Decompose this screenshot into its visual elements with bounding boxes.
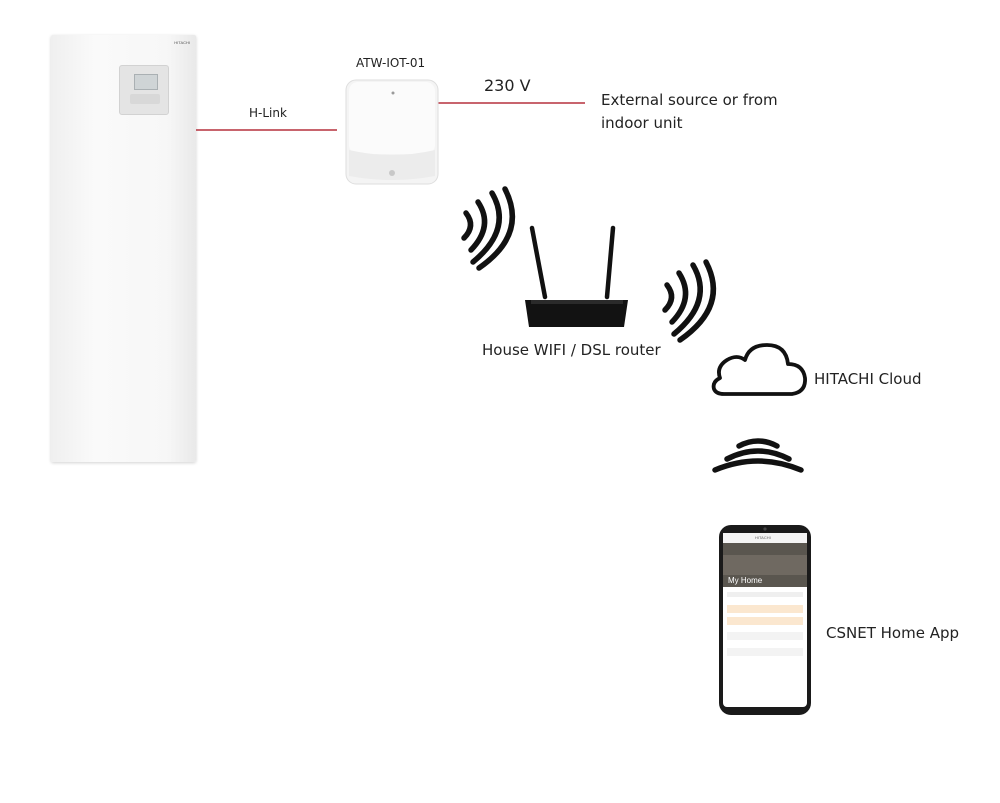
wifi-signal-icon bbox=[461, 186, 515, 271]
router-label: House WIFI / DSL router bbox=[482, 341, 661, 359]
cloud-label: HITACHI Cloud bbox=[814, 370, 922, 388]
indoor-unit-buttons bbox=[130, 94, 160, 104]
router-antenna-left bbox=[529, 225, 548, 300]
hlink-label: H-Link bbox=[249, 106, 287, 120]
device-label: ATW-IOT-01 bbox=[356, 56, 426, 70]
power-source-label-line1: External source or from bbox=[601, 91, 778, 109]
router-device bbox=[525, 225, 628, 327]
indoor-unit-display bbox=[134, 74, 158, 90]
voltage-label: 230 V bbox=[484, 76, 531, 95]
app-label: CSNET Home App bbox=[826, 624, 959, 642]
indoor-unit-control-panel bbox=[119, 65, 169, 115]
wifi-waves-icon bbox=[662, 259, 716, 343]
cloud-link-waves-icon bbox=[712, 438, 804, 473]
indoor-unit-brand: HITACHI bbox=[174, 40, 190, 45]
phone-screen-title: My Home bbox=[728, 576, 763, 585]
indoor-unit: HITACHI bbox=[51, 35, 196, 462]
smartphone-device bbox=[719, 525, 811, 715]
cloud-icon bbox=[711, 343, 807, 396]
phone-screen-header: HITACHI bbox=[755, 535, 771, 540]
power-source-label-line2: indoor unit bbox=[601, 114, 683, 132]
router-antenna-right bbox=[604, 225, 616, 300]
gateway-device bbox=[345, 79, 439, 185]
